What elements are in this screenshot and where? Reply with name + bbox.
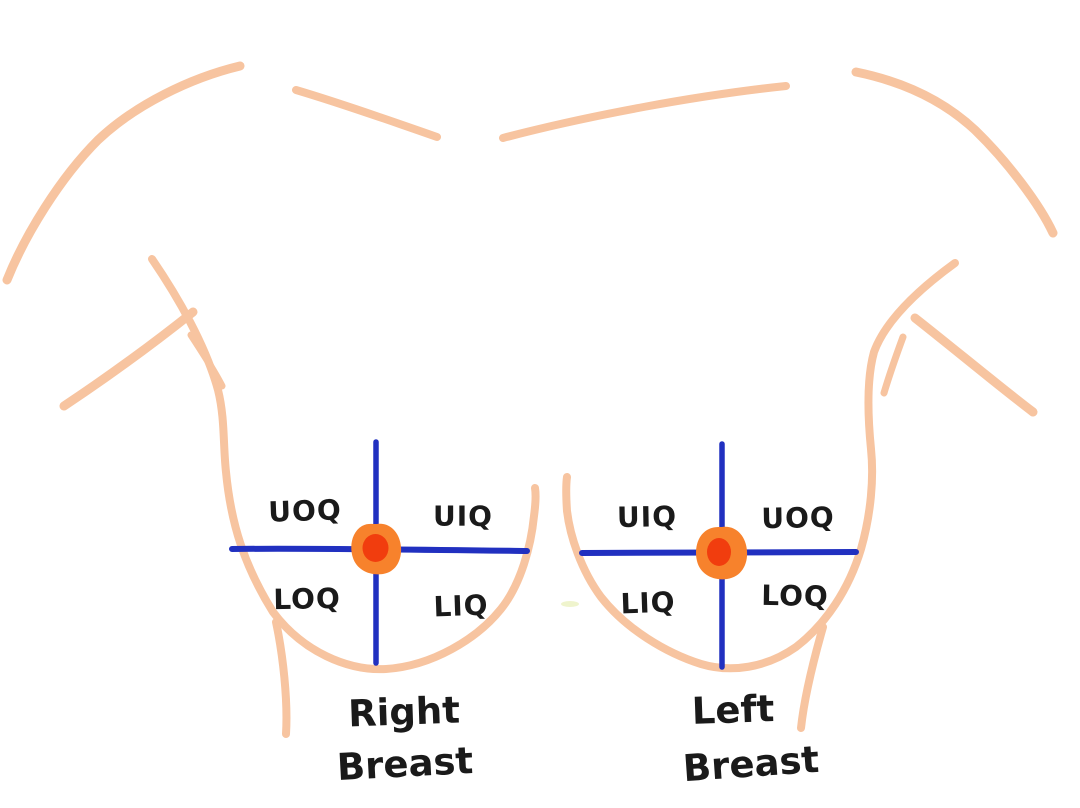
left-breast-lower-inner-quadrant-label: LIQ bbox=[619, 585, 677, 621]
right-arm-inner-line bbox=[910, 313, 1038, 417]
left-breast-outline bbox=[562, 259, 959, 673]
under-right-breast-body-line bbox=[272, 618, 291, 738]
left-breast-title-line1: Left bbox=[691, 687, 775, 733]
left-arm-inner-line bbox=[59, 307, 198, 411]
left-breast-upper-outer-quadrant-label: UOQ bbox=[761, 500, 835, 536]
under-left-breast-body-line bbox=[797, 623, 827, 732]
right-shoulder-arm-line bbox=[851, 67, 1058, 238]
left-nipple bbox=[707, 538, 731, 566]
right-collarbone-line bbox=[499, 82, 790, 142]
paint-smudge bbox=[561, 601, 579, 607]
right-breast-lower-outer-quadrant-label: LOQ bbox=[272, 581, 342, 617]
right-breast-outline bbox=[148, 255, 540, 674]
right-breast-title-line2: Breast bbox=[335, 738, 475, 790]
left-shoulder-arm-line bbox=[2, 61, 245, 285]
right-breast-lower-inner-quadrant-label: LIQ bbox=[432, 588, 490, 624]
left-breast-upper-inner-quadrant-label: UIQ bbox=[616, 499, 678, 535]
left-breast-lower-outer-quadrant-label: LOQ bbox=[760, 578, 830, 614]
left-collarbone-line bbox=[292, 86, 441, 141]
right-breast-title-line1: Right bbox=[347, 688, 461, 736]
right-breast-upper-inner-quadrant-label: UIQ bbox=[433, 499, 493, 533]
right-armpit-crease-line bbox=[880, 333, 907, 397]
right-nipple bbox=[362, 534, 389, 562]
right-breast-upper-outer-quadrant-label: UOQ bbox=[267, 493, 343, 529]
